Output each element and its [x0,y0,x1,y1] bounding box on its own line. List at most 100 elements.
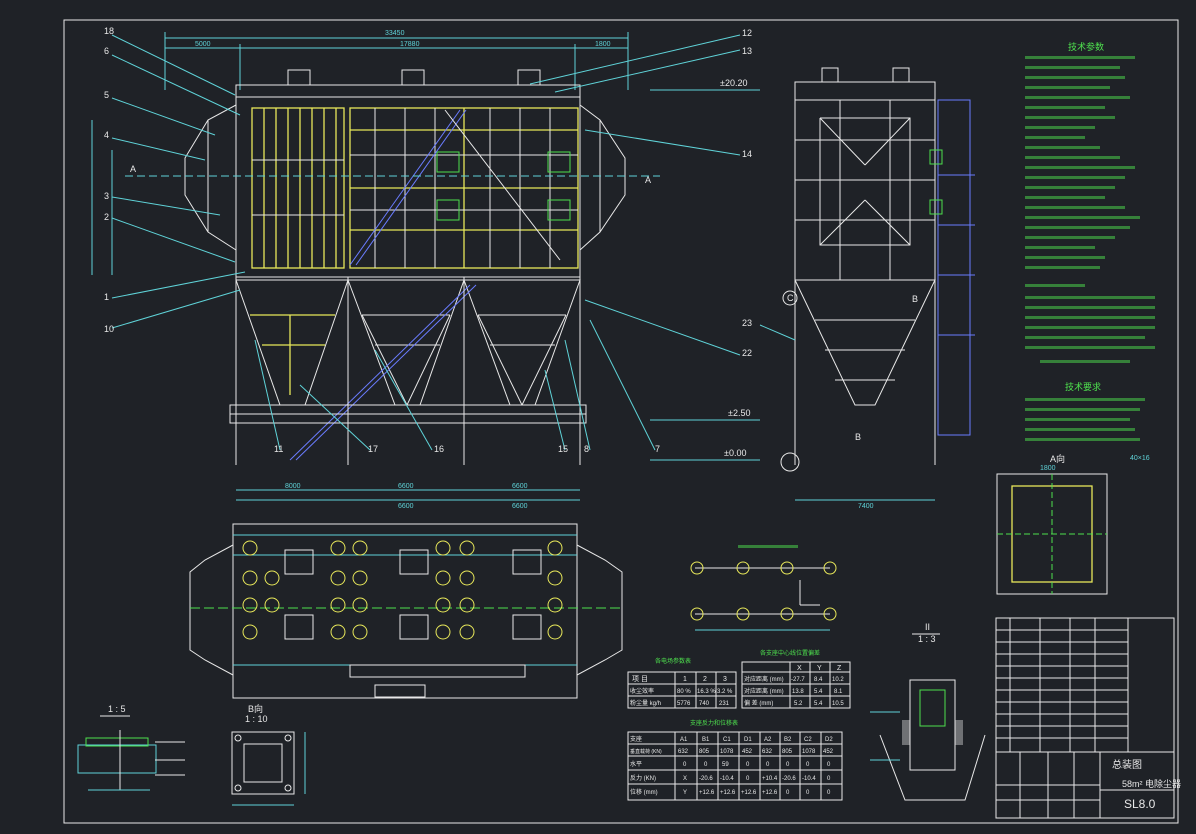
svg-text:5000: 5000 [195,41,211,48]
svg-text:0: 0 [704,762,708,768]
svg-text:水平: 水平 [630,760,642,768]
svg-text:+12.6: +12.6 [720,790,736,796]
svg-text:-20.6: -20.6 [699,776,713,782]
svg-text:A1: A1 [680,737,688,743]
sheet-border [63,19,1179,824]
svg-text:1800: 1800 [1040,465,1056,472]
svg-text:1 : 3: 1 : 3 [918,634,936,644]
svg-text:技术参数: 技术参数 [1068,41,1104,52]
svg-text:10: 10 [104,324,114,334]
svg-text:5.4: 5.4 [814,701,823,707]
svg-text:452: 452 [823,749,834,755]
svg-text:C2: C2 [804,737,812,743]
svg-text:11: 11 [274,444,283,454]
plan-view [189,523,623,699]
svg-text:1: 1 [104,292,109,302]
elevation-top: ±20.20 [720,78,747,88]
svg-text:6600: 6600 [398,483,414,490]
svg-text:0: 0 [806,762,810,768]
svg-text:740: 740 [699,701,710,707]
svg-text:6600: 6600 [512,503,528,510]
svg-text:22: 22 [742,348,752,358]
svg-text:B: B [855,432,861,442]
svg-text:6600: 6600 [398,503,414,510]
svg-text:支座反力和位移表: 支座反力和位移表 [690,719,738,727]
svg-text:0: 0 [683,762,687,768]
svg-text:+10.4: +10.4 [762,776,778,782]
svg-text:0: 0 [786,790,790,796]
detail-1-5: 1 : 5 [77,704,185,791]
svg-text:A2: A2 [764,737,772,743]
elevation-ground: ±0.00 [724,448,746,458]
svg-text:收尘效率: 收尘效率 [630,687,654,695]
svg-text:B向: B向 [248,703,263,714]
svg-text:10.5: 10.5 [832,701,844,707]
svg-text:805: 805 [782,749,793,755]
svg-text:805: 805 [699,749,710,755]
svg-text:X: X [797,665,802,672]
svg-text:13: 13 [742,46,752,56]
svg-text:+12.6: +12.6 [762,790,778,796]
svg-text:A: A [645,175,651,185]
svg-text:对应距离 (mm): 对应距离 (mm) [744,687,784,695]
svg-text:D1: D1 [744,737,752,743]
svg-text:1078: 1078 [720,749,734,755]
svg-text:粉尘量 kg/h: 粉尘量 kg/h [630,699,661,707]
dim-overall: 33450 [385,30,405,37]
svg-text:Z: Z [837,665,842,672]
svg-text:B: B [912,294,918,304]
detail-a: A向 1800 40×16 [996,453,1150,595]
svg-text:II: II [925,622,930,632]
svg-text:17: 17 [368,444,378,454]
svg-text:A向: A向 [1050,453,1065,464]
svg-text:Y: Y [817,665,822,672]
svg-text:-27.7: -27.7 [791,677,805,683]
front-view: 33450 5000 17880 1800 [91,26,760,510]
svg-text:13.8: 13.8 [792,689,804,695]
svg-text:各支座中心线位置偏差: 各支座中心线位置偏差 [760,649,820,657]
svg-text:A: A [130,164,136,174]
svg-text:40×16: 40×16 [1130,455,1150,462]
title-block: 总装图 58m² 电除尘器 SL8.0 [995,617,1181,819]
svg-text:1078: 1078 [802,749,816,755]
svg-text:0: 0 [806,790,810,796]
svg-text:-20.6: -20.6 [782,776,796,782]
table-field-params: 各电场参数表 项 目 1 2 3 收尘效率 80 % 16.3 % 3.2 % … [627,657,737,709]
svg-text:231: 231 [719,701,730,707]
svg-text:7400: 7400 [858,503,874,510]
detail-b-1-10: B向 1 : 10 [231,703,306,806]
svg-text:1800: 1800 [595,41,611,48]
svg-text:4: 4 [104,130,109,140]
svg-text:2: 2 [104,212,109,222]
svg-text:+12.6: +12.6 [741,790,757,796]
drawing-number: SL8.0 [1124,797,1156,811]
svg-text:6600: 6600 [512,483,528,490]
svg-text:反力 (KN): 反力 (KN) [630,774,656,782]
svg-text:C1: C1 [723,737,731,743]
svg-text:8.1: 8.1 [834,689,843,695]
svg-text:0: 0 [827,762,831,768]
svg-text:1 : 10: 1 : 10 [245,714,268,724]
svg-text:10.2: 10.2 [832,677,844,683]
svg-text:80 %: 80 % [677,689,691,695]
elevation-mid: ±2.50 [728,408,750,418]
svg-text:59: 59 [722,762,729,768]
svg-text:Y: Y [683,790,687,796]
svg-text:0: 0 [786,762,790,768]
svg-text:632: 632 [762,749,773,755]
svg-text:6: 6 [104,46,109,56]
svg-text:452: 452 [742,749,753,755]
svg-text:16: 16 [434,444,444,454]
svg-text:3: 3 [723,676,727,683]
svg-text:3: 3 [104,191,109,201]
svg-text:各电场参数表: 各电场参数表 [655,657,691,665]
svg-text:8.4: 8.4 [814,677,823,683]
svg-text:3.2 %: 3.2 % [717,689,733,695]
title-name: 总装图 [1112,758,1142,771]
svg-text:垂直载荷 (KN): 垂直载荷 (KN) [630,748,662,755]
svg-text:偏 差 (mm): 偏 差 (mm) [744,699,773,707]
svg-text:0: 0 [827,790,831,796]
svg-text:5.4: 5.4 [814,689,823,695]
title-area: 58m² 电除尘器 [1122,778,1181,789]
svg-text:1: 1 [683,676,687,683]
